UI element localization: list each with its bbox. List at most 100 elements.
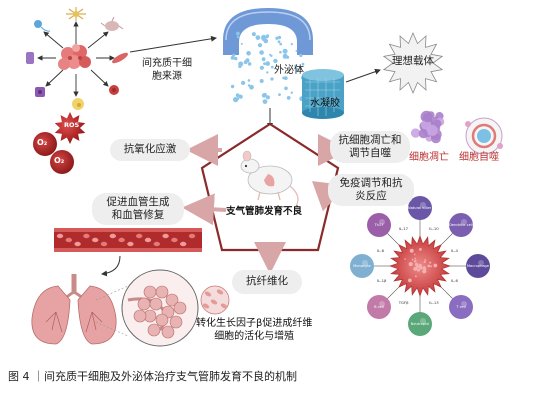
exosome-tube bbox=[223, 8, 313, 55]
msc-cell-neuron bbox=[66, 7, 86, 21]
exosome-dot bbox=[261, 57, 266, 62]
exosome-dot bbox=[279, 42, 283, 46]
exosome-dot bbox=[236, 97, 240, 101]
msc-cell-muscle bbox=[112, 52, 128, 64]
alveolus bbox=[147, 323, 161, 337]
cytokine-label: IL-17 bbox=[398, 226, 409, 232]
cytokine-label: IL-13 bbox=[429, 299, 439, 305]
exosome-dot bbox=[265, 61, 271, 66]
exosome-dot bbox=[295, 50, 298, 52]
ros-group bbox=[33, 112, 86, 174]
exosome-dot bbox=[300, 67, 303, 71]
immune-cell bbox=[408, 196, 432, 220]
immune-cell-body bbox=[449, 295, 473, 319]
msc-cell-fibroblast bbox=[100, 16, 124, 31]
immune-cell bbox=[367, 213, 391, 237]
immune-cell-body bbox=[367, 213, 391, 237]
vessel-to-lung-arrow bbox=[101, 255, 121, 277]
exosome-dot bbox=[263, 38, 269, 44]
vessel-rbc bbox=[65, 237, 73, 243]
alveolus bbox=[155, 285, 169, 299]
exosome-dot bbox=[284, 86, 288, 91]
immune-cell-label: Natural killer cell bbox=[408, 206, 439, 210]
immune-cell-highlight bbox=[478, 260, 484, 266]
exosome-dot bbox=[265, 35, 269, 39]
exosome-dot bbox=[249, 84, 254, 90]
exosome-dot bbox=[261, 93, 267, 98]
label-ros: ROS bbox=[64, 121, 80, 129]
alveolus bbox=[143, 285, 157, 299]
center-cell-dot bbox=[427, 264, 431, 268]
immune-wheel bbox=[350, 196, 490, 336]
center-cell-dot bbox=[420, 266, 423, 270]
center-cell-dot bbox=[413, 253, 416, 256]
center-cell-dot bbox=[414, 259, 417, 263]
exosome-dot bbox=[230, 56, 235, 60]
fibroblast-cell bbox=[216, 289, 224, 295]
pill-anti-oxidative-text: 抗氧化应激 bbox=[123, 143, 177, 156]
immune-cell-body bbox=[350, 254, 374, 278]
apoptosis-blob bbox=[426, 124, 438, 136]
msc-central-cluster bbox=[58, 44, 91, 70]
exosome-dot bbox=[246, 51, 251, 56]
alveolus bbox=[169, 315, 183, 329]
alveolus bbox=[137, 297, 151, 311]
o2-sphere-1 bbox=[33, 132, 57, 156]
exosome-dot bbox=[269, 53, 271, 56]
center-cell-dot bbox=[423, 268, 426, 271]
cytokine-label: IL-6 bbox=[377, 247, 384, 253]
label-ideal-carrier: 理想载体 bbox=[392, 55, 434, 67]
vessel-rbc bbox=[100, 241, 108, 247]
exosome-dot bbox=[290, 43, 293, 46]
center-cell-dot bbox=[414, 257, 417, 260]
exosome-dot bbox=[263, 62, 266, 65]
msc-to-exosome-arrow bbox=[129, 35, 217, 53]
cytokine-label: TGFβ bbox=[398, 299, 409, 305]
immune-spoke bbox=[440, 286, 453, 299]
center-cell-dot bbox=[423, 260, 426, 264]
exosome-dot bbox=[286, 96, 291, 100]
immune-cell-highlight bbox=[420, 202, 426, 208]
alveolus bbox=[149, 297, 163, 311]
immune-cell bbox=[367, 295, 391, 319]
apoptosis-blob bbox=[418, 128, 429, 139]
immune-spoke bbox=[440, 233, 453, 246]
msc-source-cluster bbox=[26, 7, 128, 110]
label-bpd: 支气管肺发育不良 bbox=[226, 206, 303, 217]
center-cell-dot bbox=[404, 258, 406, 260]
exosome-dot bbox=[270, 77, 274, 81]
vessel-rbc bbox=[171, 237, 178, 243]
fibroblast-cell bbox=[220, 303, 228, 309]
exosome-particles bbox=[230, 31, 306, 104]
vessel-rbc bbox=[56, 233, 64, 239]
exosome-dot bbox=[290, 91, 293, 94]
immune-cell-highlight bbox=[362, 260, 368, 266]
immune-cell-highlight bbox=[379, 219, 385, 225]
magnify-lines bbox=[95, 285, 129, 337]
vessel-rbc bbox=[109, 233, 117, 239]
immune-cell-highlight bbox=[461, 301, 467, 307]
immune-cell-body bbox=[449, 213, 473, 237]
immune-cell bbox=[449, 213, 473, 237]
exosome-dot bbox=[271, 65, 274, 69]
cytokine-label: IL-4 bbox=[450, 247, 458, 253]
vessel-rbc bbox=[144, 237, 152, 243]
immune-cell-body bbox=[408, 312, 432, 336]
lungs bbox=[31, 274, 117, 345]
exosome-dot bbox=[251, 32, 256, 37]
mouse-figure bbox=[240, 150, 299, 207]
apoptosis-blob bbox=[423, 113, 433, 123]
center-cell-dot bbox=[416, 268, 420, 272]
center-cell-dot bbox=[408, 262, 413, 267]
msc-cell-rbc bbox=[109, 85, 119, 95]
label-apoptosis: 细胞凋亡 bbox=[409, 152, 449, 163]
center-cell-dot bbox=[430, 265, 432, 268]
exosome-dot bbox=[301, 62, 305, 66]
exosome-dot bbox=[238, 94, 243, 99]
exosome-dot bbox=[299, 53, 303, 58]
msc-radiating-arrows bbox=[37, 21, 115, 97]
immune-cell-body bbox=[367, 295, 391, 319]
exosome-dot bbox=[259, 79, 264, 83]
immune-cell-label: Monocyte bbox=[353, 264, 371, 268]
center-cell-dot bbox=[415, 275, 417, 278]
